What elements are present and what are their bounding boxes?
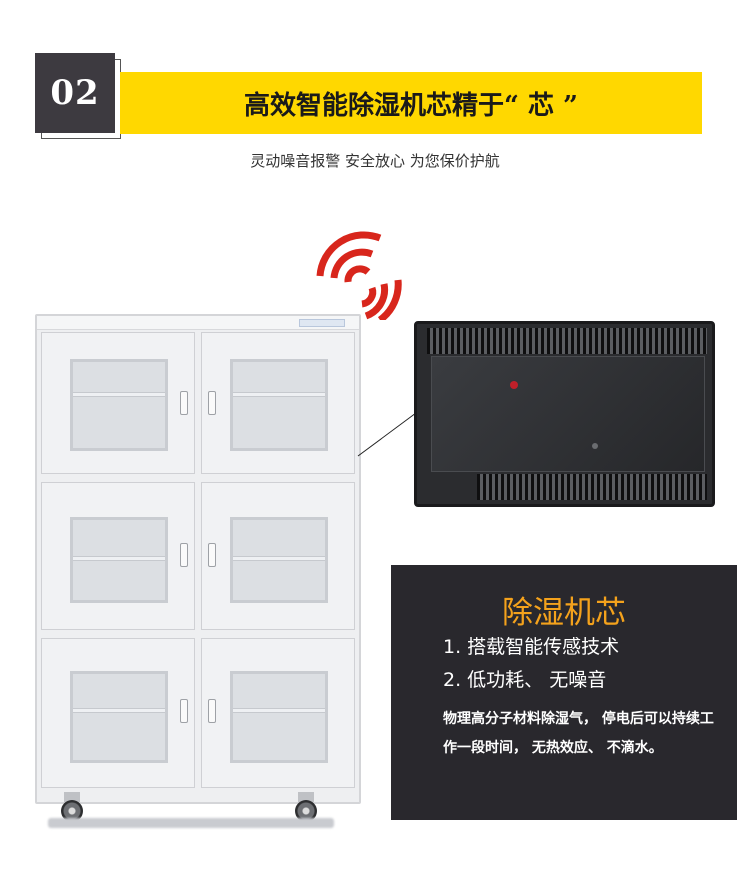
- door-handle: [180, 699, 188, 723]
- caster-mount: [64, 792, 80, 802]
- info-title: 除湿机芯: [502, 595, 626, 631]
- cabinet-door: [41, 332, 195, 474]
- door-handle: [180, 543, 188, 567]
- feature-item: 2. 低功耗、 无噪音: [443, 669, 607, 691]
- cabinet-door: [201, 482, 355, 630]
- dry-cabinet-image: [35, 314, 361, 804]
- indicator-led-icon: [510, 381, 518, 389]
- door-window: [70, 359, 168, 451]
- page-subtitle: 灵动噪音报警 安全放心 为您保价护航: [250, 152, 500, 170]
- wheel-icon: [61, 800, 83, 822]
- board-panel: [431, 356, 705, 472]
- door-handle: [208, 391, 216, 415]
- cabinet-door: [41, 482, 195, 630]
- feature-item: 1. 搭载智能传感技术: [443, 636, 620, 658]
- dehumidifier-core-image: [414, 321, 715, 507]
- mount-hole: [592, 443, 598, 449]
- door-handle: [208, 543, 216, 567]
- cabinet-shadow: [48, 818, 334, 828]
- cabinet-door: [41, 638, 195, 788]
- cabinet-door: [201, 332, 355, 474]
- door-window: [230, 359, 328, 451]
- section-number-badge: 02: [35, 53, 115, 133]
- cabinet-top-bar: [37, 316, 359, 330]
- info-description: 物理高分子材料除湿气， 停电后可以持续工作一段时间， 无热效应、 不滴水。: [443, 711, 714, 756]
- door-window: [70, 517, 168, 603]
- door-window: [230, 671, 328, 763]
- heat-sink-fins: [477, 474, 707, 500]
- cabinet-door: [201, 638, 355, 788]
- door-handle: [180, 391, 188, 415]
- cabinet-logo: [299, 319, 345, 327]
- page-title: 高效智能除湿机芯精于“ 芯 ”: [243, 90, 578, 121]
- info-box: 除湿机芯 1. 搭载智能传感技术 2. 低功耗、 无噪音 物理高分子材料除湿气，…: [391, 565, 737, 820]
- door-handle: [208, 699, 216, 723]
- wheel-icon: [295, 800, 317, 822]
- door-window: [70, 671, 168, 763]
- door-window: [230, 517, 328, 603]
- title-bar: 高效智能除湿机芯精于“ 芯 ”: [120, 72, 702, 134]
- heat-sink-fins: [427, 328, 707, 354]
- wireless-signal-icon: [316, 231, 402, 320]
- caster-mount: [298, 792, 314, 802]
